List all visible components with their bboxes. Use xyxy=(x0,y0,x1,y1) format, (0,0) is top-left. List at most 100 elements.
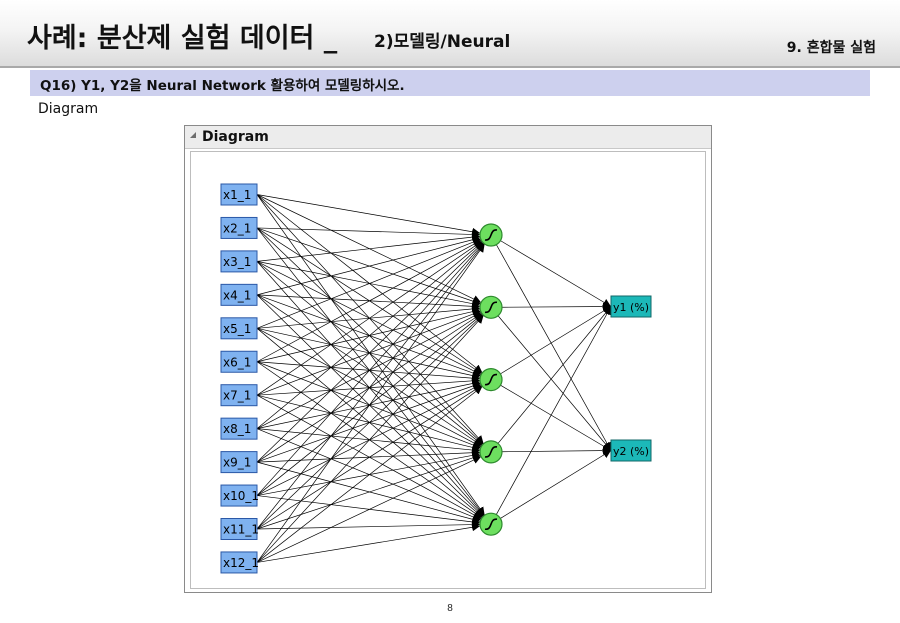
input-node-box xyxy=(220,216,258,239)
question-bar: Q16) Y1, Y2을 Neural Network 활용하여 모델링하시오. xyxy=(30,70,870,96)
edge-input-3-to-hidden-2 xyxy=(256,261,481,308)
input-node-x7_1[interactable]: x7_1 xyxy=(220,384,258,407)
page-subtitle: 2)모델링/Neural xyxy=(374,32,511,52)
edge-input-11-to-hidden-5 xyxy=(256,520,481,530)
connection-edges xyxy=(256,194,612,563)
input-node-label: x9_1 xyxy=(223,456,251,470)
edge-input-12-to-hidden-4 xyxy=(256,456,482,563)
edge-input-12-to-hidden-3 xyxy=(256,386,483,563)
input-node-x3_1[interactable]: x3_1 xyxy=(220,250,258,273)
input-node-box xyxy=(220,484,258,507)
input-node-x11_1[interactable]: x11_1 xyxy=(220,518,259,540)
edge-hidden-3-to-output-2 xyxy=(500,384,612,451)
page-number: 8 xyxy=(447,603,453,614)
edge-input-7-to-hidden-1 xyxy=(256,240,483,396)
sigmoid-activation-icon xyxy=(484,518,498,531)
sigmoid-activation-icon xyxy=(484,373,498,386)
input-node-label: x11_1 xyxy=(223,523,259,537)
edge-input-2-to-hidden-2 xyxy=(256,227,481,305)
hidden-node-5[interactable] xyxy=(479,512,503,536)
edge-hidden-4-to-output-1 xyxy=(497,306,612,444)
edge-input-12-to-hidden-5 xyxy=(256,523,481,563)
edge-input-8-to-hidden-1 xyxy=(256,241,483,429)
input-node-box xyxy=(220,317,258,340)
edge-input-10-to-hidden-1 xyxy=(256,242,484,496)
edge-input-5-to-hidden-3 xyxy=(256,327,481,380)
input-node-box xyxy=(220,518,258,540)
edge-input-12-to-hidden-2 xyxy=(256,315,484,563)
output-node-box xyxy=(610,295,652,318)
edge-hidden-1-to-output-1 xyxy=(500,240,612,307)
hidden-node-1[interactable] xyxy=(479,223,503,247)
input-node-label: x12_1 xyxy=(223,556,259,570)
input-node-label: x10_1 xyxy=(223,489,259,503)
output-node-box xyxy=(610,439,652,462)
input-node-x12_1[interactable]: x12_1 xyxy=(220,551,259,574)
input-node-x10_1[interactable]: x10_1 xyxy=(220,484,259,507)
input-node-label: x5_1 xyxy=(223,322,251,336)
output-node-2[interactable]: y2 (%) xyxy=(610,439,652,462)
edge-input-6-to-hidden-2 xyxy=(256,307,481,363)
output-node-label: y2 (%) xyxy=(613,445,649,458)
diagram-canvas: x1_1 x2_1 x3_1 x4_1 x5_1 x6_1 x7_1 x8_1 x9_1 x10_… xyxy=(190,151,706,589)
diagram-panel: Diagram x1_1 x2_1 x3_1 x4_1 x5_1 x6_1 x7_1 x8_1… xyxy=(184,125,712,593)
input-node-box xyxy=(220,417,258,440)
input-node-x2_1[interactable]: x2_1 xyxy=(220,216,258,239)
edge-input-7-to-hidden-3 xyxy=(256,376,481,396)
input-node-box xyxy=(220,551,258,574)
input-node-box xyxy=(220,283,258,306)
sigmoid-activation-icon xyxy=(484,446,498,458)
edge-hidden-5-to-output-1 xyxy=(496,306,612,515)
section-label: 9. 혼합물 실험 xyxy=(786,40,876,56)
neural-network-diagram: x1_1 x2_1 x3_1 x4_1 x5_1 x6_1 x7_1 x8_1 x9_1 x10_… xyxy=(220,183,652,574)
input-node-label: x4_1 xyxy=(223,288,251,302)
edge-input-4-to-hidden-3 xyxy=(256,294,481,377)
diagram-caption: Diagram xyxy=(38,101,99,117)
edge-input-9-to-hidden-1 xyxy=(256,242,484,463)
edge-input-11-to-hidden-4 xyxy=(256,454,481,530)
edge-input-2-to-hidden-1 xyxy=(256,227,481,239)
edge-hidden-2-to-output-2 xyxy=(497,315,612,451)
input-node-label: x6_1 xyxy=(223,355,251,369)
network-nodes: x1_1 x2_1 x3_1 x4_1 x5_1 x6_1 x7_1 x8_1 x9_1 x10_… xyxy=(220,183,652,574)
edge-input-1-to-hidden-1 xyxy=(256,194,481,236)
edge-hidden-5-to-output-2 xyxy=(500,450,612,519)
edge-input-7-to-hidden-4 xyxy=(256,394,481,452)
edge-input-4-to-hidden-1 xyxy=(256,235,481,296)
input-node-x1_1[interactable]: x1_1 xyxy=(220,183,258,206)
edge-input-8-to-hidden-3 xyxy=(256,379,481,429)
input-node-label: x1_1 xyxy=(223,188,251,202)
question-text: Q16) Y1, Y2을 Neural Network 활용하여 모델링하시오. xyxy=(40,78,405,94)
input-node-label: x7_1 xyxy=(223,389,251,403)
input-node-x9_1[interactable]: x9_1 xyxy=(220,451,258,474)
edge-hidden-3-to-output-1 xyxy=(500,306,612,375)
edge-input-9-to-hidden-5 xyxy=(256,461,481,524)
input-node-box xyxy=(220,451,258,474)
input-node-box xyxy=(220,183,258,206)
input-node-x6_1[interactable]: x6_1 xyxy=(220,350,258,373)
input-node-box xyxy=(220,384,258,407)
edge-input-5-to-hidden-2 xyxy=(256,305,481,329)
edge-input-5-to-hidden-1 xyxy=(256,238,481,329)
edge-input-10-to-hidden-4 xyxy=(256,451,481,496)
edge-hidden-1-to-output-2 xyxy=(496,244,612,451)
diagram-panel-header[interactable]: Diagram xyxy=(185,126,711,149)
edge-input-10-to-hidden-5 xyxy=(256,495,481,526)
edge-input-1-to-hidden-5 xyxy=(256,194,485,516)
hidden-node-3[interactable] xyxy=(479,368,503,392)
output-node-1[interactable]: y1 (%) xyxy=(610,295,652,318)
collapse-triangle-icon[interactable] xyxy=(190,132,196,138)
input-node-box xyxy=(220,250,258,273)
edge-input-6-to-hidden-1 xyxy=(256,239,482,363)
edge-input-3-to-hidden-1 xyxy=(256,233,481,262)
output-node-label: y1 (%) xyxy=(613,301,649,314)
input-node-x8_1[interactable]: x8_1 xyxy=(220,417,258,440)
sigmoid-activation-icon xyxy=(484,301,498,314)
edge-input-12-to-hidden-1 xyxy=(256,243,485,563)
hidden-node-4[interactable] xyxy=(479,440,503,464)
input-node-box xyxy=(220,350,258,373)
input-node-x5_1[interactable]: x5_1 xyxy=(220,317,258,340)
hidden-node-2[interactable] xyxy=(479,295,503,319)
input-node-x4_1[interactable]: x4_1 xyxy=(220,283,258,306)
edge-input-8-to-hidden-4 xyxy=(256,428,481,455)
